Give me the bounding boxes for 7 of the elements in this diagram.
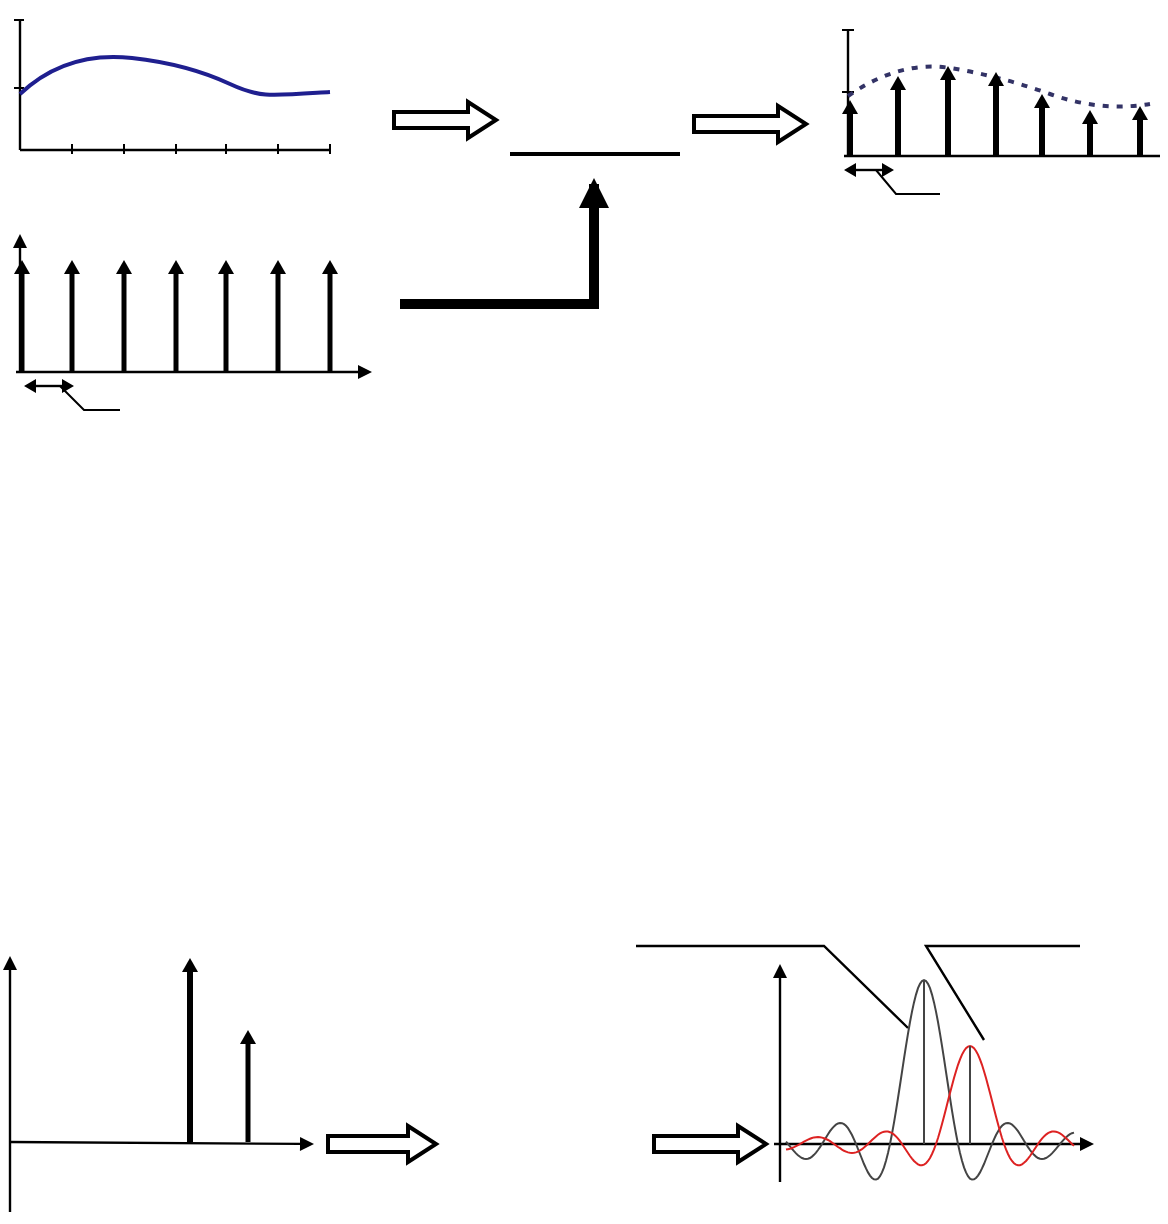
block-arrow <box>326 1122 440 1166</box>
leader-line <box>636 944 909 1029</box>
arrow <box>400 178 609 309</box>
leader-line <box>923 944 1080 1041</box>
block-arrow <box>692 102 810 146</box>
block-arrow <box>652 1122 770 1166</box>
block-arrow <box>392 98 500 142</box>
